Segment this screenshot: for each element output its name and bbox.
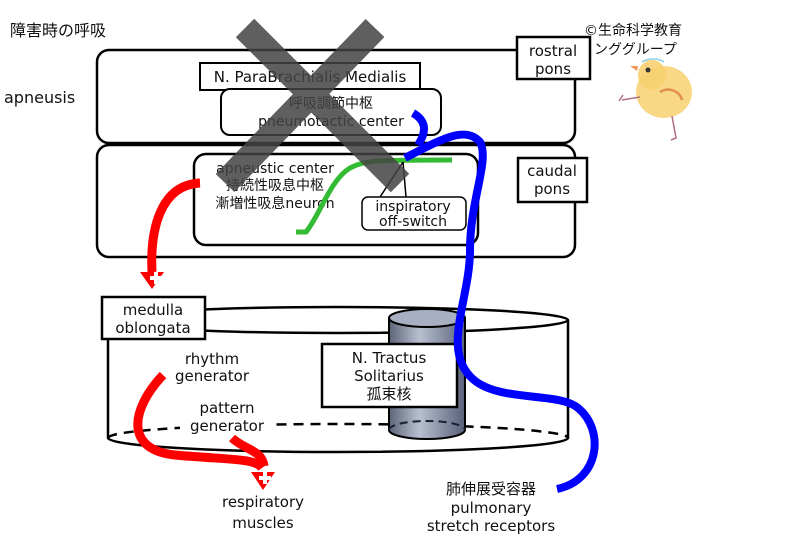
caudal-pons-label-line1: caudal bbox=[527, 162, 577, 180]
inspiratory-ramp-curve bbox=[296, 157, 453, 235]
condition-label: apneusis bbox=[4, 88, 75, 107]
off-switch-pointer bbox=[402, 161, 407, 198]
blocked-x-icon bbox=[215, 18, 410, 193]
medulla-label-line1: medulla bbox=[123, 301, 183, 319]
nts-label-line1: N. Tractus bbox=[352, 349, 427, 367]
rostral-pons-label-line2: pons bbox=[535, 60, 571, 78]
apneustic-jp2-label: 漸増性吸息neuron bbox=[215, 195, 334, 212]
respiratory-muscles-line2: muscles bbox=[232, 514, 294, 532]
excitatory-arrowhead bbox=[140, 272, 164, 289]
rhythm-generator-line1: rhythm bbox=[185, 350, 239, 368]
caudal-pons-label-line2: pons bbox=[534, 180, 570, 198]
apneustic-to-medulla-path bbox=[147, 178, 201, 273]
off-switch-box bbox=[361, 196, 467, 231]
medulla-cylinder-back-edge bbox=[106, 422, 570, 439]
rhythm-generator-line2: generator bbox=[175, 367, 250, 385]
rostral-pons-label-box bbox=[515, 35, 592, 81]
plus-icon bbox=[150, 272, 162, 284]
pattern-generator-line1: pattern bbox=[199, 399, 254, 417]
nts-label-line3: 孤束核 bbox=[366, 385, 411, 403]
apneustic-jp-label: 持続性吸息中枢 bbox=[226, 177, 324, 194]
copyright-line1: ©生命科学教育 bbox=[584, 22, 682, 39]
stretch-receptors-line2: stretch receptors bbox=[427, 517, 555, 535]
page-title: 障害時の呼吸 bbox=[10, 21, 106, 40]
caudal-pons-label-box bbox=[516, 156, 589, 204]
nts-cylinder-top bbox=[388, 308, 466, 328]
nts-label-box bbox=[320, 342, 459, 409]
pneumotactic-afferent-branch bbox=[410, 109, 428, 148]
stretch-receptors-jp: 肺伸展受容器 bbox=[446, 480, 536, 498]
rostral-pons-label-line1: rostral bbox=[529, 42, 577, 60]
stretch-receptor-afferent-path bbox=[403, 130, 599, 493]
off-switch-label-line1: inspiratory bbox=[375, 199, 450, 215]
pattern-generator-line2: generator bbox=[190, 417, 265, 435]
nts-label-line2: Solitarius bbox=[354, 367, 424, 385]
chick-mascot-icon bbox=[618, 58, 692, 141]
medulla-label-box bbox=[100, 295, 207, 341]
plus-icon bbox=[259, 472, 271, 484]
stretch-receptors-line1: pulmonary bbox=[451, 499, 532, 517]
respiratory-muscles-line1: respiratory bbox=[222, 493, 304, 511]
pattern-generator-backdrop bbox=[180, 402, 270, 436]
nts-cylinder-back-edge bbox=[388, 420, 466, 431]
pattern-to-muscles-path bbox=[228, 434, 269, 468]
off-switch-label-line2: off-switch bbox=[379, 214, 447, 230]
medulla-label-line2: oblongata bbox=[115, 319, 190, 337]
rhythm-to-muscles-path bbox=[133, 371, 266, 472]
